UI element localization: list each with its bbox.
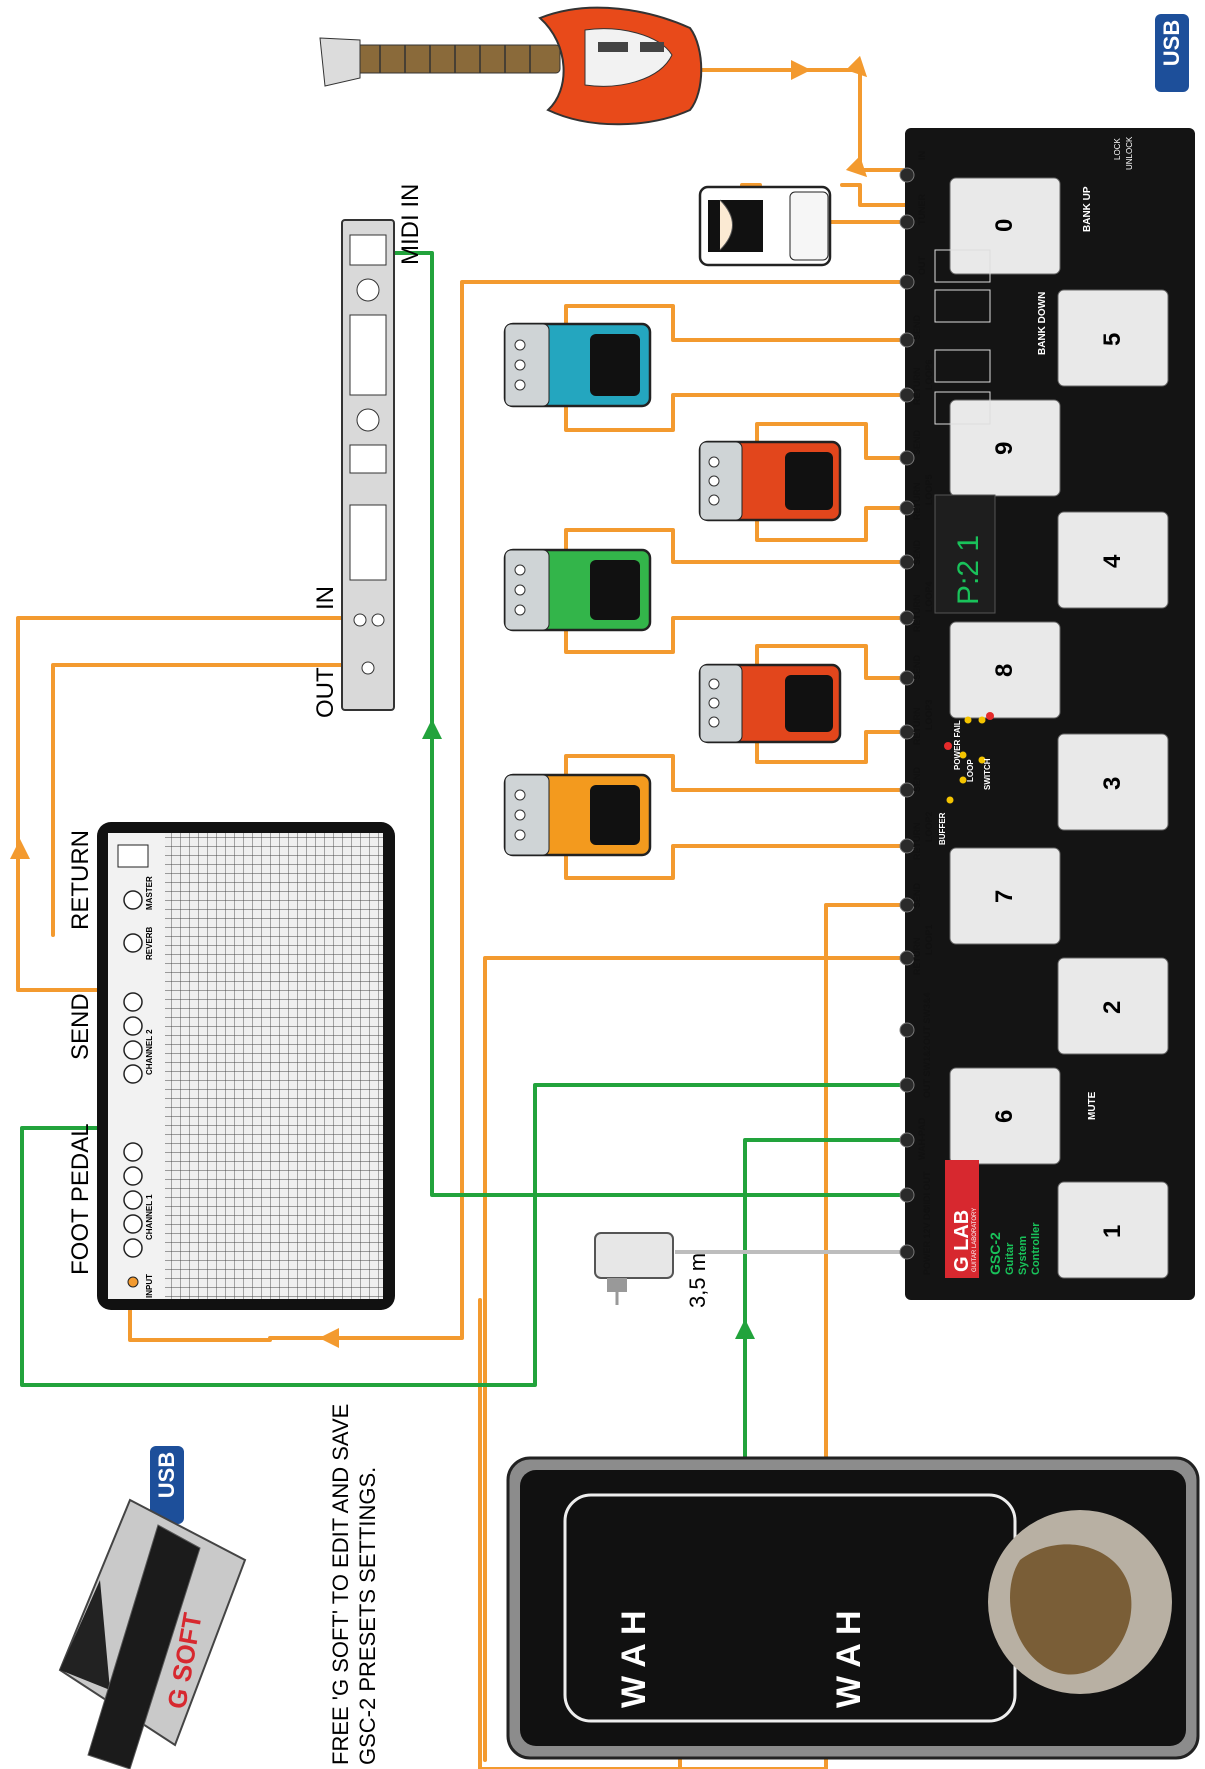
footswitch-6: 6 bbox=[991, 1110, 1018, 1123]
jack-return-loop4: RETURN bbox=[912, 595, 922, 633]
jack-wah-pad: WAH-PAD bbox=[917, 1117, 927, 1160]
svg-text:USB: USB bbox=[1159, 20, 1184, 66]
software-note-line2: GSC-2 PRESETS SETTINGS. bbox=[355, 1467, 380, 1765]
brand-sub: GUITAR LABORATORY bbox=[972, 1208, 978, 1272]
fx-in-label: IN bbox=[312, 586, 339, 610]
pedal-loop4 bbox=[505, 550, 650, 630]
model-name: GSC-2 bbox=[987, 1232, 1003, 1275]
svg-text:USB: USB bbox=[154, 1452, 179, 1498]
midi-in-label: MIDI IN bbox=[397, 184, 424, 265]
multi-effects-rack bbox=[342, 220, 394, 710]
footswitch-7: 7 bbox=[991, 890, 1018, 903]
fx-out-label: OUT bbox=[312, 667, 339, 718]
unlock-label: UNLOCK bbox=[1125, 136, 1134, 170]
amp-master-label: MASTER bbox=[145, 876, 154, 910]
amp-input-label: INPUT bbox=[145, 1274, 154, 1298]
tuner-pedal bbox=[700, 187, 830, 265]
jack-return-loop1: RETURN bbox=[912, 938, 922, 976]
pedal-loop5 bbox=[700, 442, 840, 520]
buffer-label: BUFFER bbox=[938, 812, 947, 845]
loop4-label: LOOP4 bbox=[924, 581, 934, 612]
amp-reverb-label: REVERB bbox=[145, 926, 154, 960]
footswitch-4: 4 bbox=[1099, 554, 1126, 568]
amp-channel2-label: CHANNEL 2 bbox=[145, 1029, 154, 1075]
footswitch-2: 2 bbox=[1099, 1001, 1126, 1014]
laptop bbox=[60, 1500, 245, 1769]
bank-up-label: BANK UP bbox=[1082, 186, 1093, 232]
pedal-loop2 bbox=[505, 775, 650, 855]
wah-label-1: W A H bbox=[615, 1610, 653, 1708]
jack-send-loop5: SEND bbox=[912, 429, 922, 455]
footswitch-1: 1 bbox=[1099, 1225, 1126, 1238]
pedal-loop6 bbox=[505, 324, 650, 406]
jack-midi-out: MIDI OUT bbox=[922, 1171, 932, 1212]
loop1-label: LOOP1 bbox=[924, 924, 934, 955]
model-desc-2: System bbox=[1017, 1236, 1029, 1275]
jack-out-sw12: OUT SW1&2 bbox=[922, 1045, 932, 1098]
power-fail-label: POWER FAIL bbox=[953, 720, 962, 770]
pedal-loop3 bbox=[700, 665, 840, 742]
loop3-label: LOOP3 bbox=[924, 699, 934, 730]
electric-guitar bbox=[320, 8, 701, 125]
footswitch-9: 9 bbox=[991, 442, 1018, 455]
jack-send-loop4: SEND bbox=[912, 539, 922, 565]
jack-tuner: TUNER bbox=[917, 194, 927, 225]
brand-logo: G LAB bbox=[951, 1210, 973, 1272]
jack-out: OUT bbox=[917, 256, 927, 276]
jack-return-loop5: RETURN bbox=[912, 483, 922, 521]
lock-label: LOCK bbox=[1113, 138, 1122, 160]
cable-length-label: 3,5 m bbox=[685, 1253, 710, 1308]
footswitch-5: 5 bbox=[1099, 333, 1126, 346]
jack-return-loop3: RETURN bbox=[912, 708, 922, 746]
amp-return-label: RETURN bbox=[67, 830, 94, 930]
loop6-label: LOOP6 bbox=[924, 359, 934, 390]
amp-channel1-label: CHANNEL 1 bbox=[145, 1194, 154, 1240]
jack-send-loop1: SEND bbox=[912, 882, 922, 908]
wah-pedal bbox=[508, 1458, 1198, 1758]
jack-in: IN bbox=[917, 151, 927, 160]
switch-label: SWITCH bbox=[983, 758, 992, 790]
loop-label: LOOP bbox=[966, 759, 975, 782]
jack-send-loop3: SEND bbox=[912, 654, 922, 680]
jack-return-loop2: RETURN bbox=[912, 823, 922, 861]
jack-out-sw34: OUT SW3&4 bbox=[922, 992, 932, 1045]
jack-send-loop6: SEND bbox=[912, 314, 922, 340]
amp-foot-pedal-label: FOOT PEDAL bbox=[67, 1123, 94, 1275]
amp-send-label: SEND bbox=[67, 993, 94, 1060]
bank-down-label: BANK DOWN bbox=[1037, 292, 1048, 355]
mute-label: MUTE bbox=[1087, 1091, 1098, 1120]
footswitch-8: 8 bbox=[991, 664, 1018, 677]
model-desc-3: Controller bbox=[1030, 1222, 1042, 1275]
model-desc-1: Guitar bbox=[1004, 1242, 1016, 1275]
jack-send-loop2: SEND bbox=[912, 766, 922, 792]
usb-logo-top: USB bbox=[1155, 14, 1189, 92]
wah-label-2: W A H bbox=[830, 1610, 868, 1708]
jack-return-loop6: RETURN bbox=[912, 368, 922, 406]
guitar-amplifier bbox=[97, 822, 395, 1310]
jack-power: POWER 12V DC bbox=[922, 1206, 932, 1275]
preset-display: P:2 1 bbox=[952, 535, 985, 605]
power-adapter bbox=[595, 1233, 673, 1305]
footswitch-3: 3 bbox=[1099, 777, 1126, 790]
software-note-line1: FREE 'G SOFT' TO EDIT AND SAVE bbox=[328, 1404, 353, 1765]
footswitch-0: 0 bbox=[991, 219, 1018, 232]
loop5-label: LOOP5 bbox=[924, 474, 934, 505]
loop2-label: LOOP2 bbox=[924, 811, 934, 842]
